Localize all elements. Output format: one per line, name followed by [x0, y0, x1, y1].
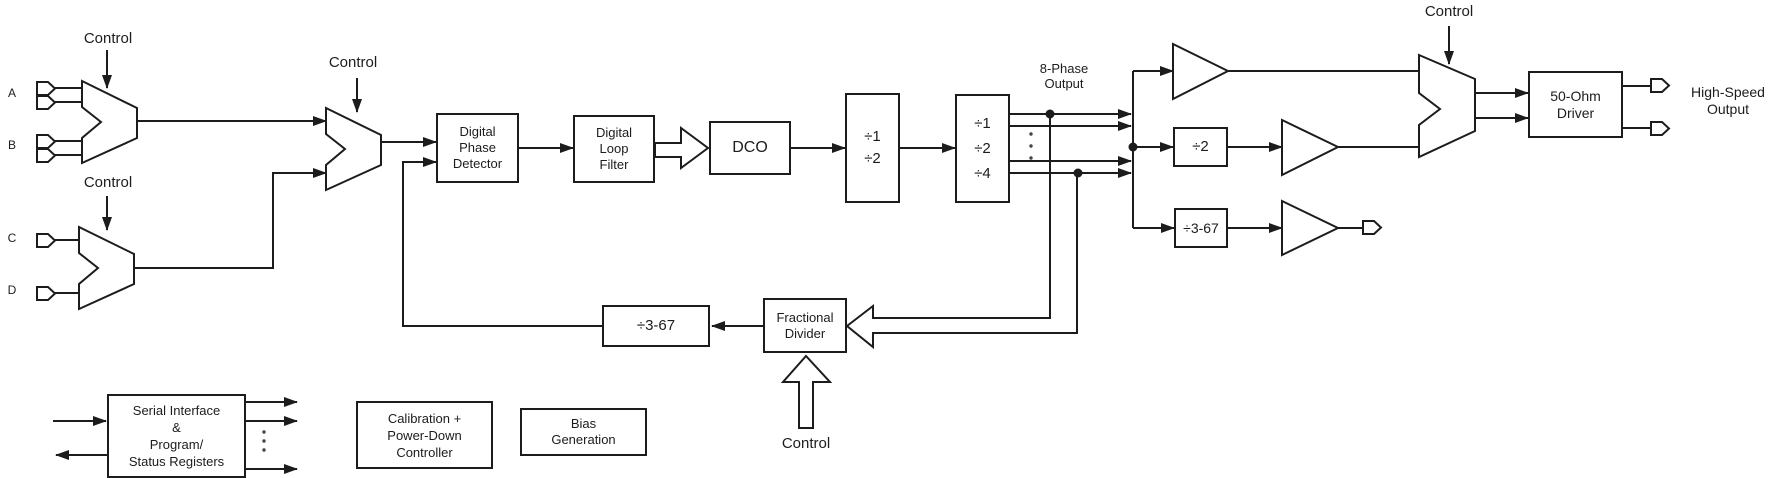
- mux-ab-symbol: [81, 79, 138, 165]
- block-label-line: Loop: [599, 141, 629, 156]
- block-50-ohm-driver: 50-Ohm Driver: [1528, 71, 1623, 138]
- wire-muxcd-to-refmux: [134, 168, 327, 269]
- buffer3-symbol: [1281, 199, 1341, 257]
- block-label-line: ÷2: [974, 140, 991, 157]
- block-label-line: ÷2: [864, 150, 881, 167]
- block-label-line: ÷4: [974, 165, 991, 182]
- block-label-line: Phase: [459, 140, 496, 155]
- block-label-line: Filter: [599, 157, 629, 172]
- buffer1-symbol: [1172, 42, 1231, 101]
- block-digital-loop-filter: Digital Loop Filter: [573, 115, 655, 183]
- control-label-mux-ab: Control: [83, 30, 133, 47]
- phase-ellipsis-dot: [1029, 132, 1033, 136]
- block-label-line: ÷3-67: [1183, 220, 1219, 236]
- block-label-line: Fractional: [776, 309, 834, 325]
- block-divider-2: ÷2: [1173, 127, 1228, 167]
- wire-feedback-to-dpd: [402, 157, 602, 327]
- block-divider-1-2-4: ÷1 ÷2 ÷4: [955, 94, 1010, 203]
- block-label-line: 50-Ohm: [1550, 87, 1601, 104]
- serial-ellipsis-dot: [262, 430, 266, 434]
- pin-b-p: [36, 134, 57, 149]
- block-label-line: ÷3-67: [636, 317, 676, 334]
- input-label-b: B: [7, 138, 16, 152]
- block-label-line: ÷1: [864, 128, 881, 145]
- input-label-c: C: [7, 231, 17, 245]
- phase-output-label: 8-Phase Output: [1004, 61, 1124, 91]
- mux-output-symbol: [1418, 53, 1476, 159]
- block-label-line: Driver: [1556, 104, 1595, 121]
- block-label-line: &: [172, 420, 181, 435]
- high-speed-output-label-line2: Output: [1706, 101, 1750, 117]
- block-divider-3-67-output: ÷3-67: [1174, 208, 1228, 248]
- block-label-line: Calibration +: [387, 410, 462, 426]
- junction-dot-bus: [1128, 142, 1138, 152]
- control-bus-arrow-frac: [780, 354, 833, 429]
- input-label-a: A: [7, 86, 16, 100]
- phase-ellipsis-dot: [1029, 156, 1033, 160]
- junction-dot-phase1: [1045, 109, 1055, 119]
- block-label-line: ÷2: [1192, 138, 1209, 155]
- block-label-line: Generation: [551, 432, 616, 447]
- bus-arrow-feedback-to-frac: [845, 116, 1078, 350]
- block-label-line: Divider: [784, 325, 826, 341]
- control-label-mux-cd: Control: [83, 174, 133, 191]
- mux-cd-symbol: [78, 225, 135, 311]
- block-divider-1-2: ÷1 ÷2: [845, 93, 900, 203]
- block-label-line: Digital: [595, 125, 633, 140]
- block-label-line: Bias: [570, 416, 597, 431]
- junction-dot-phase4: [1073, 168, 1083, 178]
- pin-hs-output-n: [1650, 121, 1671, 136]
- block-label-line: Detector: [452, 156, 503, 171]
- pin-hs-output-p: [1650, 78, 1671, 93]
- block-label-line: Program/: [149, 437, 204, 452]
- block-label-line: Serial Interface: [132, 403, 221, 418]
- block-divider-3-67-feedback: ÷3-67: [602, 305, 710, 347]
- control-label-ref-mux: Control: [328, 54, 378, 71]
- control-label-output-mux: Control: [1424, 3, 1474, 20]
- phase-ellipsis-dot: [1029, 144, 1033, 148]
- block-label-line: Digital: [459, 124, 496, 139]
- block-bias-generation: Bias Generation: [520, 408, 647, 456]
- block-digital-phase-detector: Digital Phase Detector: [436, 113, 519, 183]
- block-label-line: Status Registers: [128, 454, 225, 469]
- control-label-fractional-divider: Control: [781, 435, 831, 452]
- pin-d: [36, 286, 57, 301]
- buffer2-symbol: [1281, 118, 1341, 177]
- input-label-d: D: [7, 283, 17, 297]
- high-speed-output-label: High-Speed Output: [1663, 84, 1785, 118]
- block-calibration-power-down: Calibration + Power-Down Controller: [356, 401, 493, 469]
- block-label-line: Power-Down: [387, 427, 462, 443]
- high-speed-output-label-line1: High-Speed: [1691, 84, 1765, 100]
- block-fractional-divider: Fractional Divider: [763, 298, 847, 353]
- block-dco: DCO: [709, 121, 791, 175]
- block-label-line: ÷1: [974, 115, 991, 132]
- pin-a-n: [36, 95, 57, 110]
- serial-ellipsis-dot: [262, 448, 266, 452]
- phase-output-label-line2: Output: [1044, 76, 1084, 91]
- serial-ellipsis-dot: [262, 439, 266, 443]
- pin-div367-output: [1362, 220, 1383, 235]
- block-serial-interface: Serial Interface & Program/ Status Regis…: [107, 394, 246, 478]
- block-label-line: Controller: [396, 444, 453, 460]
- pin-b-n: [36, 148, 57, 163]
- pin-c: [36, 233, 57, 248]
- block-label-line: DCO: [732, 139, 768, 156]
- phase-output-label-line1: 8-Phase: [1039, 61, 1089, 76]
- pin-a-p: [36, 81, 57, 96]
- mux-ref-symbol: [325, 106, 382, 192]
- bus-arrow-dlf-to-dco: [654, 126, 710, 170]
